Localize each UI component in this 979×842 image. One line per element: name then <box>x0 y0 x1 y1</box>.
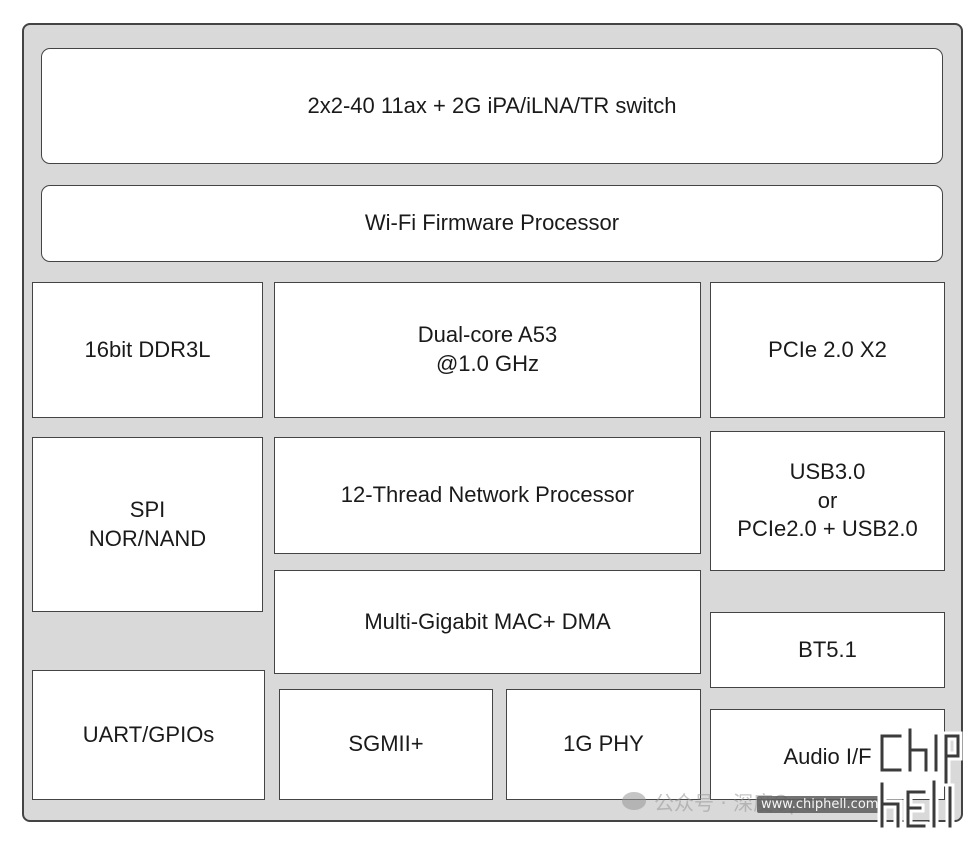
phy-block: 1G PHY <box>506 689 701 800</box>
usb-label-line-3: PCIe2.0 + USB2.0 <box>737 516 918 542</box>
mac-dma-block: Multi-Gigabit MAC+ DMA <box>274 570 701 674</box>
spi-label-line-1: SPI <box>129 496 166 522</box>
spi-label: SPI NOR/NAND <box>89 496 206 553</box>
chiphell-logo-icon <box>872 722 964 832</box>
uart-gpio-label: UART/GPIOs <box>82 721 215 747</box>
wifi-firmware-processor-block: Wi-Fi Firmware Processor <box>41 185 943 262</box>
wifi-radio-label: 2x2-40 11ax + 2G iPA/iLNA/TR switch <box>307 92 677 118</box>
wechat-icon <box>622 792 646 810</box>
sgmii-block: SGMII+ <box>279 689 493 800</box>
sgmii-label: SGMII+ <box>348 731 424 757</box>
wifi-firmware-label: Wi-Fi Firmware Processor <box>364 210 620 236</box>
audio-label: Audio I/F <box>783 744 872 770</box>
usb-label: USB3.0 or PCIe2.0 + USB2.0 <box>737 458 917 544</box>
usb-block: USB3.0 or PCIe2.0 + USB2.0 <box>710 431 945 571</box>
cpu-block: Dual-core A53 @1.0 GHz <box>274 282 701 418</box>
mac-dma-label: Multi-Gigabit MAC+ DMA <box>364 608 611 634</box>
cpu-label-line-2: @1.0 GHz <box>435 351 539 376</box>
pcie-block: PCIe 2.0 X2 <box>710 282 945 418</box>
usb-label-line-1: USB3.0 <box>789 459 866 485</box>
network-processor-label: 12-Thread Network Processor <box>340 482 635 508</box>
network-processor-block: 12-Thread Network Processor <box>274 437 701 554</box>
ddr-block: 16bit DDR3L <box>32 282 263 418</box>
site-watermark-text: www.chiphell.com <box>761 797 879 812</box>
ddr-label: 16bit DDR3L <box>84 336 211 362</box>
cpu-label-line-1: Dual-core A53 <box>417 322 558 348</box>
spi-block: SPI NOR/NAND <box>32 437 263 612</box>
audio-block: Audio I/F <box>710 709 945 800</box>
bt-block: BT5.1 <box>710 612 945 688</box>
bt-label: BT5.1 <box>798 636 857 662</box>
uart-gpio-block: UART/GPIOs <box>32 670 265 800</box>
cpu-label: Dual-core A53 @1.0 GHz <box>418 321 557 378</box>
wifi-radio-block: 2x2-40 11ax + 2G iPA/iLNA/TR switch <box>41 48 943 164</box>
site-watermark: www.chiphell.com <box>757 796 883 813</box>
phy-label: 1G PHY <box>563 731 644 757</box>
chiphell-logo-graphic <box>877 725 963 831</box>
usb-label-line-2: or <box>817 487 838 513</box>
pcie-label: PCIe 2.0 X2 <box>768 336 887 362</box>
spi-label-line-2: NOR/NAND <box>88 525 207 551</box>
